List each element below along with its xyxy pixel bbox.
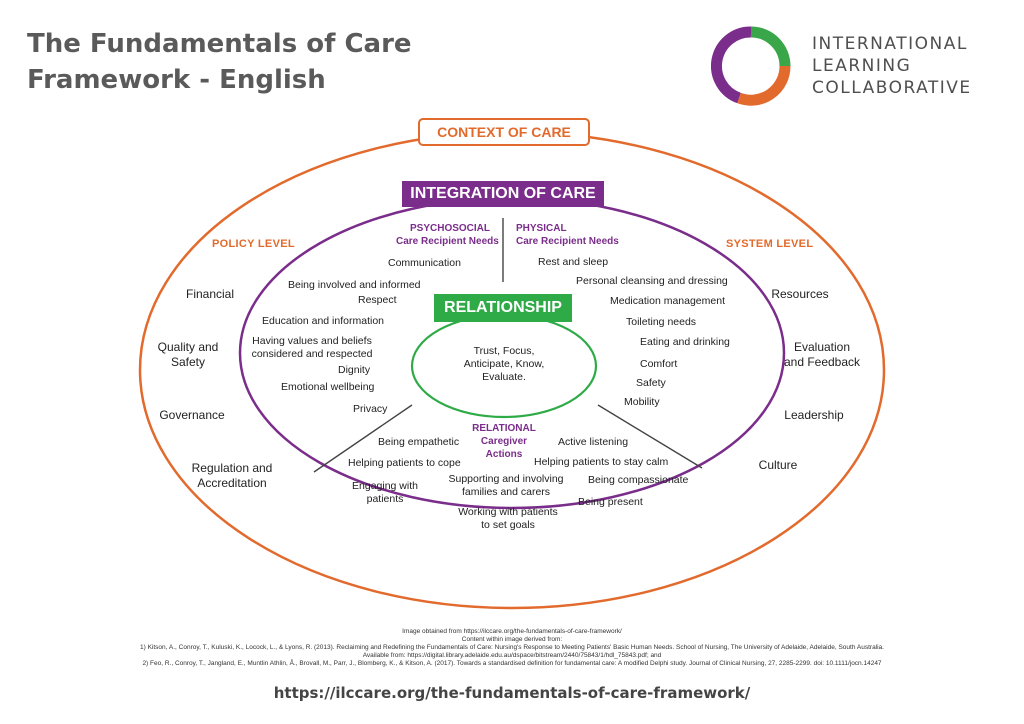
physical-item: Comfort — [640, 358, 678, 370]
logo-line-3: COLLABORATIVE — [812, 78, 972, 98]
psychosocial-item: Being involved and informed — [288, 279, 421, 291]
relational-item: Helping patients to stay calm — [534, 456, 669, 468]
title-line-2: Framework - English — [27, 65, 326, 95]
physical-item: Medication management — [610, 295, 725, 307]
policy-item: Financial — [185, 287, 235, 301]
relational-item: Active listening — [558, 436, 629, 448]
system-item: Leadership — [784, 408, 844, 422]
logo-text: INTERNATIONAL LEARNING COLLABORATIVE — [812, 33, 972, 99]
relational-item: Working with patients to set goals — [458, 506, 558, 531]
physical-item: Rest and sleep — [538, 256, 609, 268]
physical-item: Toileting needs — [626, 316, 697, 328]
relational-item: Being present — [578, 496, 643, 508]
psychosocial-header: PSYCHOSOCIAL Care Recipient Needs — [396, 223, 499, 247]
psychosocial-item: Communication — [388, 257, 461, 269]
physical-header: PHYSICAL Care Recipient Needs — [516, 223, 619, 247]
psychosocial-item: Having values and beliefs considered and… — [251, 335, 373, 360]
psychosocial-item: Respect — [358, 294, 397, 306]
logo-line-1: INTERNATIONAL — [812, 34, 968, 54]
physical-item: Mobility — [624, 396, 660, 408]
framework-url[interactable]: https://ilccare.org/the-fundamentals-of-… — [273, 684, 751, 702]
policy-level-heading: POLICY LEVEL — [212, 238, 295, 250]
relational-item: Supporting and involving families and ca… — [448, 473, 564, 498]
relational-item: Being empathetic — [378, 436, 460, 448]
integration-of-care-label: INTEGRATION OF CARE — [402, 181, 604, 207]
policy-item: Governance — [159, 408, 225, 422]
relational-item: Helping patients to cope — [348, 457, 461, 469]
psychosocial-item: Privacy — [353, 403, 388, 415]
system-item: Resources — [771, 287, 829, 301]
logo-line-2: LEARNING — [812, 56, 912, 76]
physical-item: Safety — [636, 377, 666, 389]
relationship-center-text: Trust, Focus, Anticipate, Know, Evaluate… — [463, 345, 545, 383]
relational-item: Being compassionate — [588, 474, 689, 486]
policy-item: Regulation and Accreditation — [191, 461, 273, 490]
title-line-1: The Fundamentals of Care — [27, 29, 412, 59]
page-title: The Fundamentals of Care Framework - Eng… — [27, 26, 412, 98]
system-level-heading: SYSTEM LEVEL — [726, 238, 814, 250]
context-of-care-label: CONTEXT OF CARE — [418, 118, 590, 146]
ring-logo-icon — [711, 26, 791, 106]
psychosocial-item: Education and information — [262, 315, 384, 327]
policy-item: Quality and Safety — [157, 340, 219, 369]
system-item: Culture — [758, 458, 798, 472]
psychosocial-item: Emotional wellbeing — [281, 381, 375, 393]
relational-item: Engaging with patients — [352, 480, 418, 505]
relational-header: RELATIONAL Caregiver Actions — [472, 423, 536, 460]
divider-right — [597, 404, 703, 469]
system-item: Evaluation and Feedback — [783, 340, 861, 369]
psychosocial-item: Dignity — [338, 364, 371, 376]
footer-references: Image obtained from https://ilccare.org/… — [140, 628, 884, 667]
physical-item: Personal cleansing and dressing — [576, 275, 728, 287]
divider-left — [313, 404, 413, 473]
physical-item: Eating and drinking — [640, 336, 730, 348]
relationship-label: RELATIONSHIP — [434, 294, 572, 322]
